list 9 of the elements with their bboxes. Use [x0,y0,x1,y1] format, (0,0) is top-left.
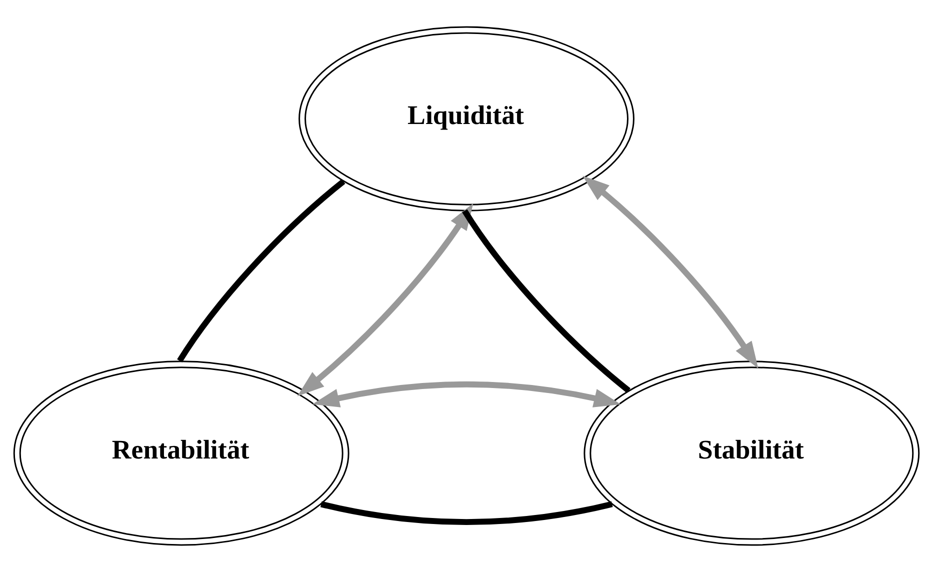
node-ellipse: Liquidität [298,26,634,211]
node-ellipse: Stabilität [584,360,920,546]
connector [177,178,346,362]
arrow [297,202,474,396]
arrow [312,380,621,407]
connector [320,500,613,525]
node-ellipse: Rentabilität [13,360,350,546]
connector [462,208,631,392]
arrow [582,175,758,368]
